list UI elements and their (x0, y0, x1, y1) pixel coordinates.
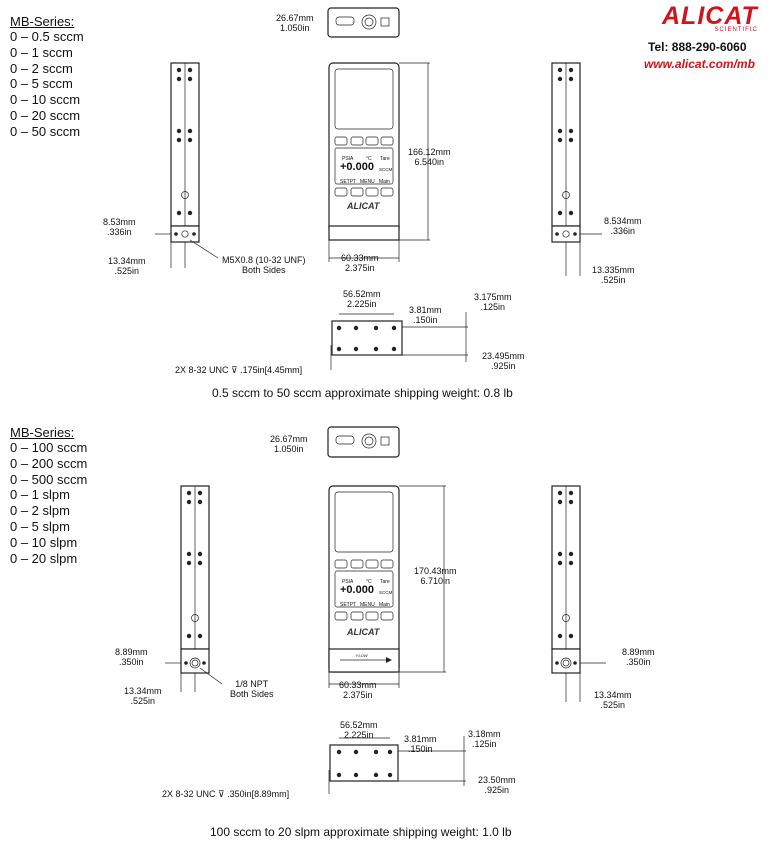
s1-display-top-label: Tare (380, 156, 390, 162)
list-item: 0 – 1 sccm (10, 44, 73, 60)
s1-top-view (327, 7, 400, 38)
s2-display-bottom-label: SETPT (340, 602, 357, 608)
s2-display-unit: SCCM (379, 590, 393, 595)
s1-base-view (330, 312, 468, 370)
s1-heading: MB-Series: (10, 14, 75, 29)
s2-dim-base-edge2: 3.18mm.125in (468, 729, 501, 749)
s1-dim-base-depth: 23.495mm.925in (482, 351, 525, 371)
s1-dim-right-port-h: 8.534mm.336in (604, 216, 642, 236)
s1-port-note: M5X0.8 (10-32 UNF)Both Sides (222, 255, 306, 275)
s1-display-top-label: °C (366, 156, 372, 162)
s2-dim-left-port-w: 13.34mm.525in (124, 686, 162, 706)
s1-right-side-view (551, 62, 602, 276)
s2-top-view (327, 426, 400, 458)
list-item: 0 – 500 sccm (10, 471, 88, 487)
s1-display-reading: +0.000 (340, 161, 374, 173)
s2-base-view (328, 736, 466, 794)
logo-tagline: SCIENTIFIC (714, 27, 758, 33)
list-item: 0 – 50 sccm (10, 123, 81, 139)
s2-flow-label: FLOW (356, 653, 368, 658)
s1-display-bottom-label: Main (379, 179, 390, 185)
s2-display-bottom-label: Main (379, 602, 390, 608)
s1-dim-left-port-w: 13.34mm.525in (108, 256, 146, 276)
list-item: 0 – 5 sccm (10, 76, 73, 92)
list-item: 0 – 20 sccm (10, 107, 81, 123)
list-item: 0 – 10 slpm (10, 534, 78, 550)
alicat-logo: ALICAT SCIENTIFIC (662, 2, 758, 33)
s2-heading: MB-Series: (10, 425, 75, 440)
phone-number: Tel: 888-290-6060 (648, 40, 747, 54)
s1-thread-note: 2X 8-32 UNC ⊽ .175in[4.45mm] (175, 365, 303, 375)
list-item: 0 – 0.5 sccm (10, 29, 84, 44)
logo-wordmark: ALICAT (662, 2, 758, 30)
s1-dim-left-port-h: 8.53mm.336in (103, 217, 136, 237)
s2-dim-base-edge: 3.81mm.150in (404, 734, 437, 754)
s2-front-logo: ALICAT (347, 627, 380, 637)
s1-display-bottom-label: MENU (360, 179, 375, 185)
s1-dim-base-edge2: 3.175mm.125in (474, 292, 512, 312)
list-item: 0 – 2 slpm (10, 503, 70, 519)
list-item: 0 – 5 slpm (10, 518, 70, 534)
s2-right-side-view (551, 485, 606, 702)
s1-left-side-view (155, 62, 219, 268)
s1-display-unit: SCCM (379, 167, 393, 172)
s2-range-list: MB-Series: 0 – 100 sccm 0 – 200 sccm 0 –… (10, 425, 87, 566)
s1-dim-right-port-w: 13.335mm.525in (592, 265, 635, 285)
s2-dim-right-port-h: 8.89mm.350in (622, 647, 655, 667)
s1-front-view (328, 62, 430, 262)
s1-range-list: MB-Series: 0 – 0.5 sccm 0 – 1 sccm 0 – 2… (10, 14, 84, 140)
list-item: 0 – 20 slpm (10, 550, 78, 566)
s2-front-view (328, 485, 446, 688)
s2-dim-base-depth: 23.50mm.925in (478, 775, 516, 795)
s1-display-bottom-label: SETPT (340, 179, 357, 185)
s1-display-top-label: PSIA (342, 156, 354, 162)
list-item: 0 – 1 slpm (10, 487, 70, 503)
list-item: 0 – 200 sccm (10, 455, 88, 471)
s2-weight: 100 sccm to 20 slpm approximate shipping… (210, 825, 512, 839)
s2-display-top-label: °C (366, 579, 372, 585)
s2-display-bottom-label: MENU (360, 602, 375, 608)
s1-weight: 0.5 sccm to 50 sccm approximate shipping… (212, 386, 513, 400)
s1-dim-base-edge: 3.81mm.150in (409, 305, 442, 325)
s2-display-reading: +0.000 (340, 584, 374, 596)
website-link[interactable]: www.alicat.com/mb (644, 57, 755, 71)
list-item: 0 – 100 sccm (10, 440, 88, 455)
s2-display-top-label: Tare (380, 579, 390, 585)
s2-dim-left-port-h: 8.89mm.350in (115, 647, 148, 667)
s2-dim-right-port-w: 13.34mm.525in (594, 690, 632, 710)
s2-display-top-label: PSIA (342, 579, 354, 585)
list-item: 0 – 2 sccm (10, 60, 73, 76)
s2-left-side-view (165, 485, 223, 692)
s2-thread-note: 2X 8-32 UNC ⊽ .350in[8.89mm] (162, 789, 290, 799)
s1-front-logo: ALICAT (347, 201, 380, 211)
list-item: 0 – 10 sccm (10, 92, 81, 108)
